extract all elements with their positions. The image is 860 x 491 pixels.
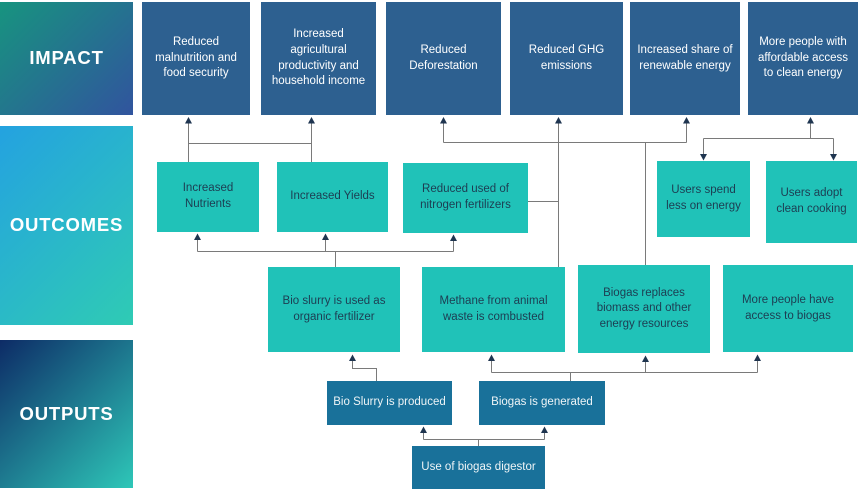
rail-impact-label: IMPACT xyxy=(29,47,104,69)
outcome-box-clean-cooking: Users adopt clean cooking xyxy=(766,161,857,243)
outcome-box-bio-slurry-fertilizer: Bio slurry is used as organic fertilizer xyxy=(268,267,400,352)
impact-box-deforestation: Reduced Deforestation xyxy=(386,2,501,115)
impact-box-ghg-emissions: Reduced GHG emissions xyxy=(510,2,623,115)
impact-box-agricultural-productivity: Increased agricultural productivity and … xyxy=(261,2,376,115)
outcome-box-biogas-access: More people have access to biogas xyxy=(723,265,853,352)
outcome-box-methane-combusted: Methane from animal waste is combusted xyxy=(422,267,565,352)
rail-outcomes: OUTCOMES xyxy=(0,126,133,325)
output-box-bio-slurry-produced: Bio Slurry is produced xyxy=(327,381,452,425)
impact-box-malnutrition: Reduced malnutrition and food security xyxy=(142,2,250,115)
impact-box-clean-energy-access: More people with affordable access to cl… xyxy=(748,2,858,115)
output-box-biogas-digestor: Use of biogas digestor xyxy=(412,446,545,489)
outcome-box-nutrients: Increased Nutrients xyxy=(157,162,259,232)
outcome-box-nitrogen-fertilizers: Reduced used of nitrogen fertilizers xyxy=(403,163,528,233)
rail-outputs-label: OUTPUTS xyxy=(19,402,114,424)
outcome-box-biogas-replaces-biomass: Biogas replaces biomass and other energy… xyxy=(578,265,710,353)
rail-outputs: OUTPUTS xyxy=(0,340,133,488)
outcome-box-spend-less: Users spend less on energy xyxy=(657,161,750,237)
impact-box-renewable-energy: Increased share of renewable energy xyxy=(630,2,740,115)
rail-impact: IMPACT xyxy=(0,2,133,115)
rail-outcomes-label: OUTCOMES xyxy=(9,214,124,236)
outcome-box-yields: Increased Yields xyxy=(277,162,388,232)
output-box-biogas-generated: Biogas is generated xyxy=(479,381,605,425)
